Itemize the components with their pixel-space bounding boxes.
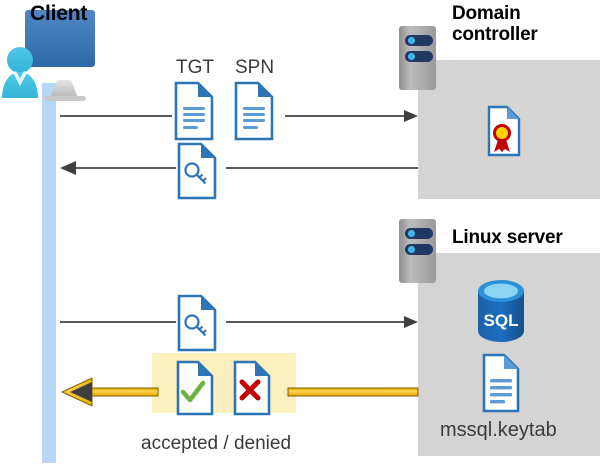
sql-database-icon: SQL: [478, 280, 524, 342]
document-lines-icon-tgt: [174, 81, 214, 141]
document-key-icon-service-ticket: [177, 294, 217, 352]
document-key-icon-ticket: [177, 142, 217, 200]
document-certificate-icon: [487, 105, 521, 157]
spn-label: SPN: [235, 57, 275, 78]
tgt-label: TGT: [176, 57, 214, 78]
flow-arrow-linux-to-client: [60, 377, 419, 407]
linux-server-title: Linux server: [452, 227, 563, 248]
document-lines-icon-keytab: [482, 353, 520, 413]
flow-arrow-dc-to-client: [60, 161, 418, 175]
document-lines-icon-spn: [234, 81, 274, 141]
document-cross-icon-denied: [233, 360, 271, 416]
accepted-denied-label: accepted / denied: [141, 433, 292, 454]
server-rack-icon-linux-server: [399, 219, 436, 283]
result-highlight-box: [152, 353, 296, 413]
flow-arrow-client-to-dc: [60, 110, 418, 122]
flow-arrow-client-to-linux: [60, 316, 418, 328]
keytab-filename-label: mssql.keytab: [440, 419, 557, 441]
client-lifeline: [42, 83, 56, 463]
domain-controller-title: Domain controller: [452, 3, 538, 46]
server-rack-icon-domain-controller: [399, 26, 436, 90]
user-workstation-icon: [2, 10, 95, 101]
sql-database-label: SQL: [484, 311, 519, 330]
client-title: Client: [30, 2, 88, 25]
document-check-icon-accepted: [176, 360, 214, 416]
